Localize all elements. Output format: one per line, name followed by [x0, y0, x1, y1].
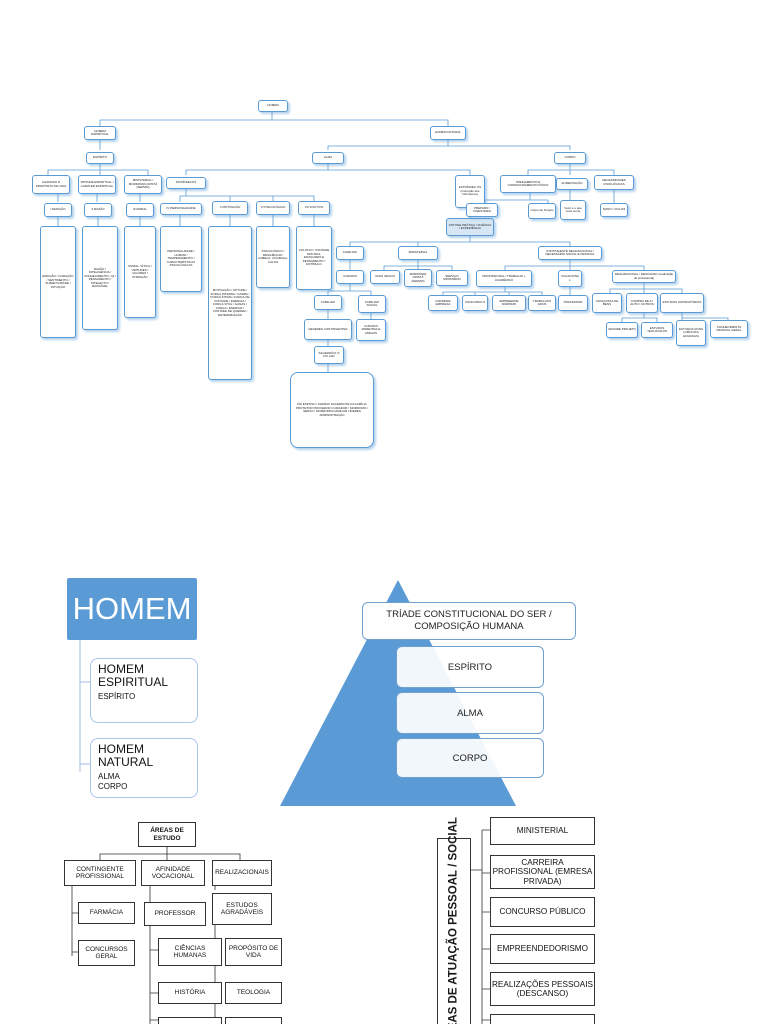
- node-conquista-bens: CONQUISTA DE BENS: [592, 293, 622, 313]
- node-iv-personalidade: IV PERSONALIDADE: [160, 203, 202, 215]
- homem-alma-label: ALMA: [98, 772, 120, 781]
- node-iii-moral: III MORAL: [126, 203, 154, 217]
- node-psicologico-desc: PSICOLÓGICO / RESILIÊNCIA / CABEÇA, COUR…: [256, 226, 290, 288]
- org-chart-connectors: [47, 112, 729, 372]
- atuacao-item-empreendedorismo: EMPREENDEDORISMO: [490, 934, 595, 964]
- estudo-estudos-agradaveis: ESTUDOS AGRADÁVEIS: [212, 893, 272, 925]
- homem-espiritual-card: HOMEM ESPIRITUAL ESPÍRITO: [90, 658, 198, 723]
- node-virtude: VIRTUDE ESPIRITUAL / CARÁTER ESPIRITUAL: [78, 175, 116, 194]
- estudo-contingente: CONTINGENTE PROFISSIONAL: [64, 860, 136, 886]
- node-estudos-satisfatorios: ESTUDOS SATISFATÓRIOS: [660, 293, 704, 313]
- homem-espiritual-label: HOMEM ESPIRITUAL: [98, 662, 169, 689]
- estudo-afinidade: AFINIDADE VOCACIONAL: [141, 860, 205, 886]
- node-corpo-templo: Corpo de Templo: [528, 203, 556, 219]
- node-sacerdocio: SACERDÓCI O DO LAR: [314, 346, 344, 364]
- node-familiar: FAMILIAR: [336, 246, 364, 260]
- node-espirito: ESPÍRITO: [86, 152, 114, 164]
- estudo-root: ÁREAS DE ESTUDO: [138, 822, 196, 847]
- node-servico-ministerio: SERVIÇO MINISTÉRIO: [436, 270, 468, 286]
- node-empreendedorismo: EMPREENDE DORISMO: [492, 295, 526, 311]
- node-razao-desc: RAZÃO / INTELIGÊNCIA / CONHECIMENTO / QI…: [82, 226, 118, 330]
- node-corpo: CORPO: [554, 152, 586, 164]
- node-familiar-social: FAMILIAR SOCIAL: [358, 295, 386, 313]
- estudo-ciencias-humanas: CIÊNCIAS HUMANAS: [158, 938, 222, 966]
- node-homem-espiritual: HOMEM ESPIRITUAL: [84, 126, 116, 140]
- node-ministerial: MINISTERIAL: [398, 246, 438, 260]
- pyramid-level-corpo: CORPO: [396, 738, 544, 778]
- pyramid-title: TRÍADE CONSTITUCIONAL DO SER / COMPOSIÇÃ…: [362, 602, 576, 640]
- node-familiar-2: FAMILIAR: [314, 295, 342, 310]
- node-carreira-empresa: CARREIRA EMPRESA: [428, 295, 458, 311]
- node-professor: PROFESSOR: [558, 295, 588, 311]
- homem-natural-card: HOMEM NATURAL ALMA CORPO: [90, 738, 198, 798]
- node-motivacao-desc: MOTIVAÇÃO / ATITUDE / FORÇA INTERNA / GA…: [208, 226, 252, 380]
- node-mordomia-crista: MORDOMIA CRISTÃ (SERVIR): [404, 269, 432, 287]
- node-grande-projeto: GRANDE PROJETO: [606, 322, 638, 338]
- node-sono: SONO / CICLOS: [600, 203, 628, 217]
- atuacao-label: ÁREAS DE ATUAÇÃO PESSOAL / SOCIAL: [447, 816, 460, 1024]
- node-cuidado-parentes: CUIDADO PARENTES E AMIGOS: [356, 319, 386, 341]
- estudo-teologia: TEOLOGIA: [225, 982, 282, 1004]
- node-homem-natural: HOMEM NATURAL: [430, 126, 466, 140]
- estudo-proposito: PROPÓSITO DE VIDA: [225, 938, 282, 966]
- node-vi-psicologico: VI PSICOLÓGICO: [256, 201, 290, 215]
- node-atitude-pratica: ATITUDE PRÁTICA / VIVÊNCIA / EXPERIÊNCIA: [446, 218, 494, 236]
- node-trabalhos-afins: TRABALHOS AFINS: [528, 295, 556, 311]
- node-chamado: CHAMADO E PROPÓSITO DE VIDA: [32, 175, 70, 194]
- node-necessidades: NECESSIDADES FISIOLÓGICAS: [594, 175, 634, 190]
- node-alimentacao: ALIMENTAÇÃO: [556, 178, 588, 190]
- node-homem: HOMEM: [258, 100, 288, 112]
- node-cuidado: CUIDADO: [336, 270, 364, 284]
- node-alma: ALMA: [312, 152, 344, 164]
- node-pai-desc: PAI ESPOSO / MARIDO SACERDOTE DA FAMÍLIA…: [290, 372, 374, 448]
- estudo-realizacionais: REALIZACIONAIS: [212, 860, 272, 886]
- node-contingente: CONTINGENTE REALIZACIONAL / NECESSÁRIO S…: [538, 246, 602, 260]
- node-deveres: DEVERES CONTINGENTES: [304, 319, 352, 340]
- atuacao-item-ministerial: MINISTERIAL: [490, 817, 595, 845]
- estudo-concursos: CONCURSOS GERAL: [78, 940, 135, 966]
- estudo-partial-box: [158, 1017, 222, 1024]
- homem-natural-label: HOMEM NATURAL: [98, 742, 154, 769]
- homem-corpo-label: CORPO: [98, 782, 128, 791]
- node-compra-auto: COMPRA DE A / AUTO / OUTROS: [626, 293, 658, 313]
- atuacao-item-realizacoes: REALIZAÇÕES PESSOAIS (DESCANSO): [490, 972, 595, 1006]
- estudo-historia: HISTÓRIA: [158, 982, 222, 1004]
- atuacao-item-carreira: CARREIRA PROFISSIONAL (EMRESA PRIVADA): [490, 855, 595, 889]
- node-vaso-oraco: VASO ORACO: [370, 270, 400, 284]
- node-v-motivacao: V MOTIVAÇÃO: [212, 201, 248, 215]
- pyramid-level-espirito: ESPÍRITO: [396, 646, 544, 688]
- node-vocacional: VOCACIONA L: [558, 270, 582, 287]
- node-profissional: PROFISSIONAL / TRABALHO + ACADÊMICO: [476, 270, 532, 287]
- node-i-emocao: I EMOÇÃO: [44, 203, 72, 217]
- node-volitivo-desc: VOLITIVO / VONTADE NATURAL, FAMILIARES E…: [296, 226, 332, 290]
- estudo-farmacia: FARMÁCIA: [78, 902, 135, 924]
- pyramid-level-alma: ALMA: [396, 692, 544, 734]
- node-realizacional: REALIZACIONAL / DESCANSO (realização do …: [612, 270, 676, 283]
- node-intrinsecos: INTRÍNSECOS: [166, 177, 206, 189]
- atuacao-label-box: ÁREAS DE ATUAÇÃO PESSOAL / SOCIAL: [437, 817, 471, 1024]
- atuacao-item-concurso: CONCURSO PÚBLICO: [490, 897, 595, 927]
- homem-espirito-label: ESPÍRITO: [98, 692, 136, 701]
- node-conhecimento-pessoal: CONHECIMENTO PESSOAL GERAL: [710, 320, 748, 338]
- node-treinamento: TREINAMENTO E CONDICIONAMENTO FÍSICO: [500, 175, 556, 193]
- node-ministerial-mordomia: MINISTERIAL / MORDOMIA CRISTÃ (SERVIR): [124, 175, 162, 194]
- atuacao-item-partial: [490, 1014, 595, 1024]
- homem-title: HOMEM: [67, 578, 197, 640]
- node-preparo: PREPARO / CINESTERIA: [466, 203, 498, 217]
- node-personalidade-desc: PERSONALIDADE / HUMOR / TEMPERAMENTO / C…: [160, 226, 202, 292]
- node-ii-razao: II RAZÃO: [84, 203, 112, 217]
- node-emocao-desc: EMOÇÃO / CORAÇÃO / SENTIMENTO / SUBJETIV…: [40, 226, 76, 338]
- estudo-partial-box-2: [225, 1017, 282, 1024]
- node-moral-desc: MORAL / ÉTICA / VIRTUDES / VALORES / INT…: [124, 226, 156, 318]
- node-vii-volitivo: VII VOLITIVO: [298, 201, 330, 215]
- estudo-professor: PROFESSOR: [144, 902, 206, 926]
- node-estudos-teologicos: ESTUDOS TEOLÓGICOS: [641, 322, 673, 338]
- node-voce-e: Você é o que você come: [560, 200, 586, 220]
- node-concursos: CONCURSO S: [462, 295, 488, 311]
- node-estudos-afins: ESTUDOS AFINS (CIÊNCIAS HUMANAS): [676, 320, 706, 346]
